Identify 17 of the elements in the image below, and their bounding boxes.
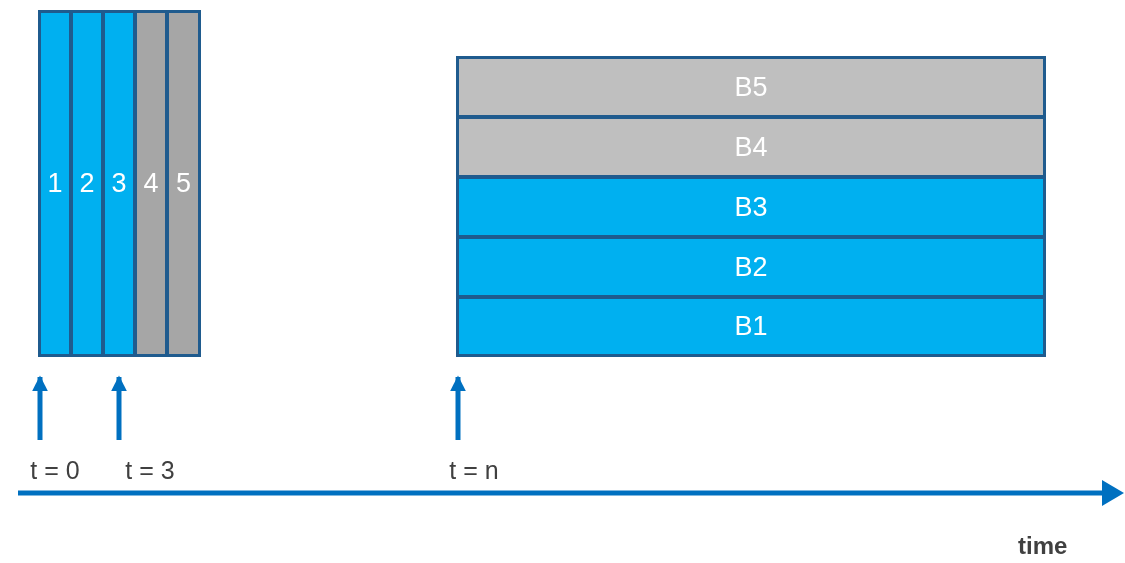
column-cell: 3 xyxy=(102,10,136,357)
time-label: t = 0 xyxy=(20,452,90,488)
time-label: t = n xyxy=(436,452,512,488)
row-cell: B1 xyxy=(456,296,1046,357)
time-label: t = 3 xyxy=(112,452,188,488)
column-cell: 1 xyxy=(38,10,72,357)
row-cell: B4 xyxy=(456,116,1046,178)
arrow xyxy=(111,375,127,440)
row-cell: B5 xyxy=(456,56,1046,118)
arrow xyxy=(32,375,48,440)
arrow xyxy=(450,375,466,440)
row-cell: B2 xyxy=(456,236,1046,298)
axis-label: time xyxy=(1018,532,1068,560)
column-cell: 5 xyxy=(166,10,201,357)
row-cell: B3 xyxy=(456,176,1046,238)
column-cell: 4 xyxy=(134,10,168,357)
column-cell: 2 xyxy=(70,10,104,357)
